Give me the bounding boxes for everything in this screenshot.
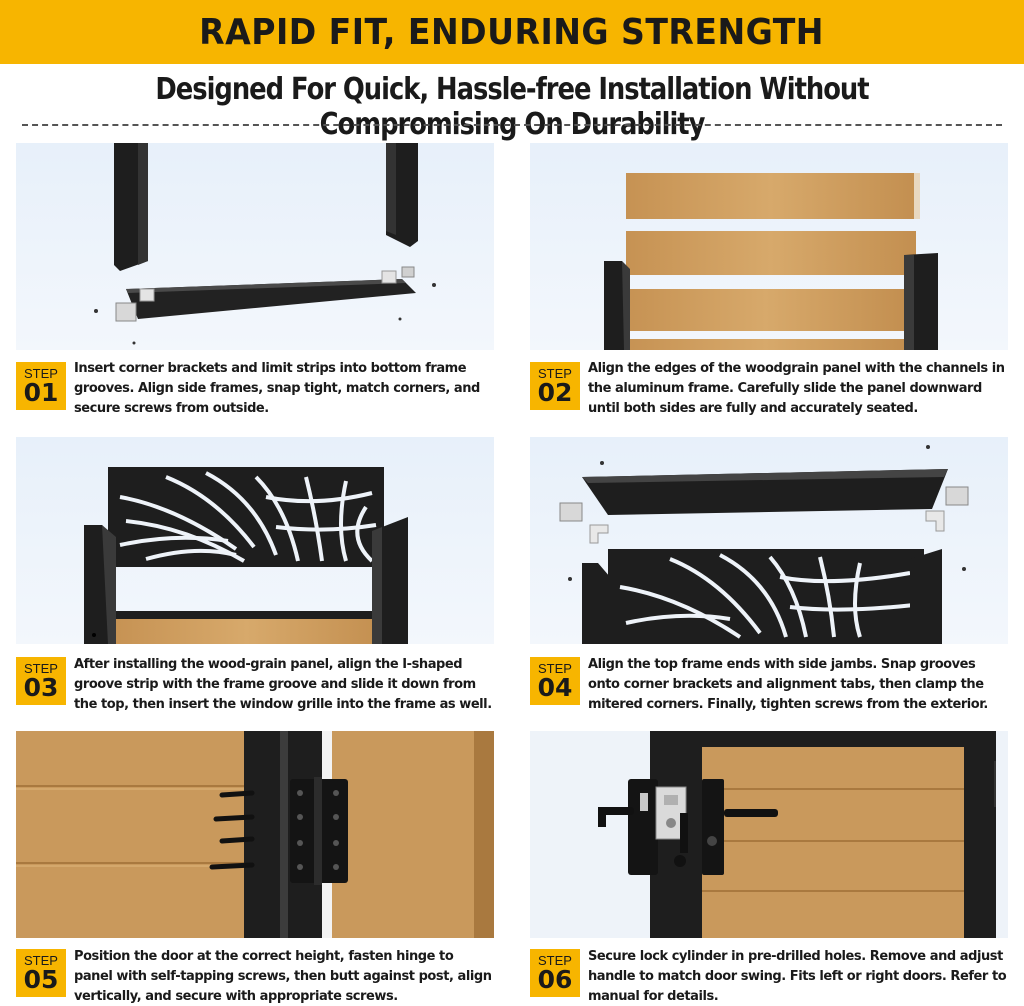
step-number: 02 <box>537 378 573 407</box>
step-badge: STEP 02 <box>530 362 580 410</box>
step-badge: STEP 01 <box>16 362 66 410</box>
step-word: STEP <box>538 953 572 968</box>
woodgrain-panel-insertion-illustration <box>530 143 1008 350</box>
page-subtitle: Designed For Quick, Hassle-free Installa… <box>155 72 869 142</box>
step-number: 05 <box>23 965 59 994</box>
step-word: STEP <box>24 366 58 381</box>
step-badge: STEP 03 <box>16 657 66 705</box>
step-badge: STEP 05 <box>16 949 66 997</box>
step-description: Position the door at the correct height,… <box>74 949 492 1004</box>
step-description: Insert corner brackets and limit strips … <box>74 361 480 416</box>
step-description: Align the edges of the woodgrain panel w… <box>588 361 1005 416</box>
step-number: 03 <box>23 673 59 702</box>
step-number: 04 <box>537 673 573 702</box>
step-word: STEP <box>24 661 58 676</box>
window-grille-insertion-illustration <box>16 437 494 644</box>
step-badge: STEP 04 <box>530 657 580 705</box>
bottom-frame-assembly-illustration <box>16 143 494 350</box>
step-word: STEP <box>24 953 58 968</box>
hinge-mounting-illustration <box>16 731 494 938</box>
dashed-divider <box>22 124 1002 126</box>
step-word: STEP <box>538 661 572 676</box>
step-word: STEP <box>538 366 572 381</box>
title-banner: RAPID FIT, ENDURING STRENGTH <box>0 0 1024 64</box>
top-frame-assembly-illustration <box>530 437 1008 644</box>
step-number: 01 <box>23 378 59 407</box>
step-badge: STEP 06 <box>530 949 580 997</box>
page-title: RAPID FIT, ENDURING STRENGTH <box>199 11 825 53</box>
step-number: 06 <box>537 965 573 994</box>
step-description: Align the top frame ends with side jambs… <box>588 657 988 712</box>
lock-installation-illustration <box>530 731 1008 938</box>
step-description: After installing the wood-grain panel, a… <box>74 657 492 712</box>
step-description: Secure lock cylinder in pre-drilled hole… <box>588 949 1007 1004</box>
